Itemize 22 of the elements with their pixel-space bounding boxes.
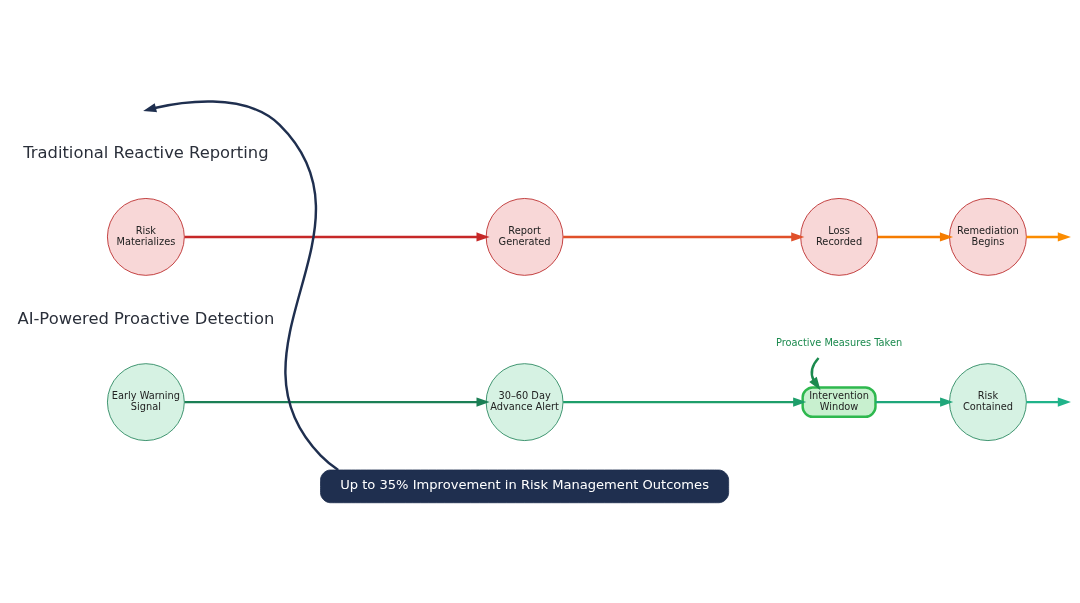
arrow xyxy=(809,356,821,390)
arrow xyxy=(184,231,490,241)
node-circle: Loss Recorded xyxy=(800,197,878,276)
arrow xyxy=(184,397,490,407)
label: AI-Powered Proactive Detection xyxy=(17,308,275,328)
arrow xyxy=(143,99,339,471)
node-box: Intervention Window xyxy=(801,385,877,418)
arrow xyxy=(563,231,805,241)
node-circle: Early Warning Signal xyxy=(107,362,185,441)
arrow xyxy=(875,397,954,407)
label: Traditional Reactive Reporting xyxy=(23,142,269,162)
node-text: Proactive Measures Taken xyxy=(775,336,903,348)
arrow xyxy=(1026,231,1071,241)
arrow xyxy=(1026,397,1071,407)
node-circle: 30–60 Day Advance Alert xyxy=(485,362,564,441)
arrow xyxy=(563,397,807,407)
arrow xyxy=(877,231,954,241)
node-circle: Risk Contained xyxy=(949,362,1027,441)
node-box: Up to 35% Improvement in Risk Management Outcomes xyxy=(320,469,730,503)
node-circle: Remediation Begins xyxy=(949,197,1027,276)
node-circle: Risk Materializes xyxy=(107,197,185,276)
node-circle: Report Generated xyxy=(485,197,564,276)
